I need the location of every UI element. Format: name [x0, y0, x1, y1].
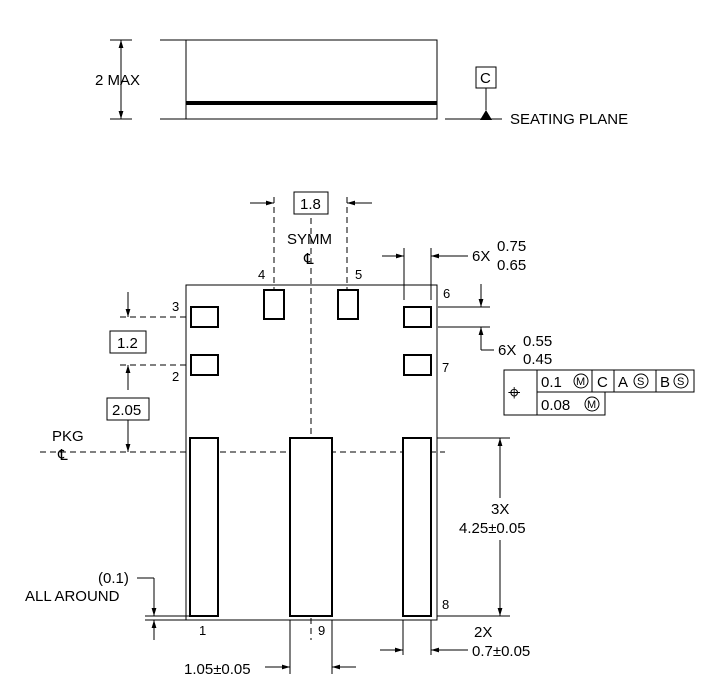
symm-centerline-icon: ℄: [303, 251, 314, 268]
rfs-a-circle-icon: [633, 373, 649, 389]
mmc-2-circle-icon: [584, 396, 600, 412]
large-wid-count: 2X: [474, 624, 492, 641]
pad-6: [403, 306, 432, 328]
datum-triangle-icon: [480, 110, 492, 120]
small-len-max: 0.75: [497, 238, 526, 255]
tol2-value: 0.08: [541, 397, 570, 414]
all-around-value: (0.1): [98, 570, 129, 587]
pad-9: [289, 437, 333, 617]
mmc-1-letter: M: [576, 376, 585, 388]
pitch-top-box: [293, 191, 329, 215]
all-around-label: ALL AROUND: [25, 588, 120, 605]
tolerance-symbol-cell: [503, 369, 538, 416]
pin-3-label: 3: [172, 299, 179, 314]
offset-left-value: 2.05: [112, 402, 141, 419]
mmc-1-circle-icon: [573, 373, 589, 389]
small-wid-count: 6X: [498, 342, 516, 359]
symm-label: SYMM: [287, 231, 332, 248]
position-tolerance-frame: ⌖ 0.1 M C A S B S 0.08 M: [503, 369, 695, 416]
pitch-left-value: 1.2: [117, 335, 138, 352]
small-len-count: 6X: [472, 248, 490, 265]
position-symbol-icon: ⌖: [508, 380, 520, 405]
datum-a-ref: A: [618, 374, 628, 391]
side-view: 2 MAX C SEATING PLANE: [95, 39, 628, 128]
pin-7-label: 7: [442, 360, 449, 375]
datum-c-label: C: [480, 70, 491, 87]
rfs-b-letter: S: [677, 376, 684, 388]
pin-5-label: 5: [355, 267, 362, 282]
mmc-2-letter: M: [587, 399, 596, 411]
pad-5: [337, 289, 359, 320]
large-len-value: 4.25±0.05: [459, 520, 526, 537]
pad-8: [402, 437, 432, 617]
pitch-top-value: 1.8: [300, 196, 321, 213]
pad-7: [403, 354, 432, 376]
seating-plane-label: SEATING PLANE: [510, 111, 628, 128]
rfs-a-letter: S: [637, 376, 644, 388]
large-pitch-value: 1.05±0.05: [184, 661, 251, 678]
small-wid-min: 0.45: [523, 351, 552, 368]
pkg-label: PKG: [52, 428, 84, 445]
small-len-min: 0.65: [497, 257, 526, 274]
datum-c-ref: C: [597, 374, 608, 391]
pad-1: [189, 437, 219, 617]
pin-8-label: 8: [442, 597, 449, 612]
top-view: 1 2 3 4 5 6 7 8 9 1.8 SYMM ℄ 1.2 2.05 PK…: [25, 191, 552, 678]
pin-9-label: 9: [318, 623, 325, 638]
pad-4: [263, 289, 285, 320]
datum-b-ref: B: [660, 374, 670, 391]
pkg-centerline-icon: ℄: [57, 447, 68, 464]
pin-6-label: 6: [443, 286, 450, 301]
pin-2-label: 2: [172, 369, 179, 384]
small-wid-max: 0.55: [523, 333, 552, 350]
large-wid-value: 0.7±0.05: [472, 643, 530, 660]
pad-3: [190, 306, 219, 328]
pin-4-label: 4: [258, 267, 265, 282]
package-body-side: [185, 39, 438, 120]
pitch-left-box: [109, 330, 147, 354]
pin-1-label: 1: [199, 623, 206, 638]
height-label: 2 MAX: [95, 72, 140, 89]
tol1-value: 0.1: [541, 374, 562, 391]
pad-2: [190, 354, 219, 376]
rfs-b-circle-icon: [673, 373, 689, 389]
large-len-count: 3X: [491, 501, 509, 518]
